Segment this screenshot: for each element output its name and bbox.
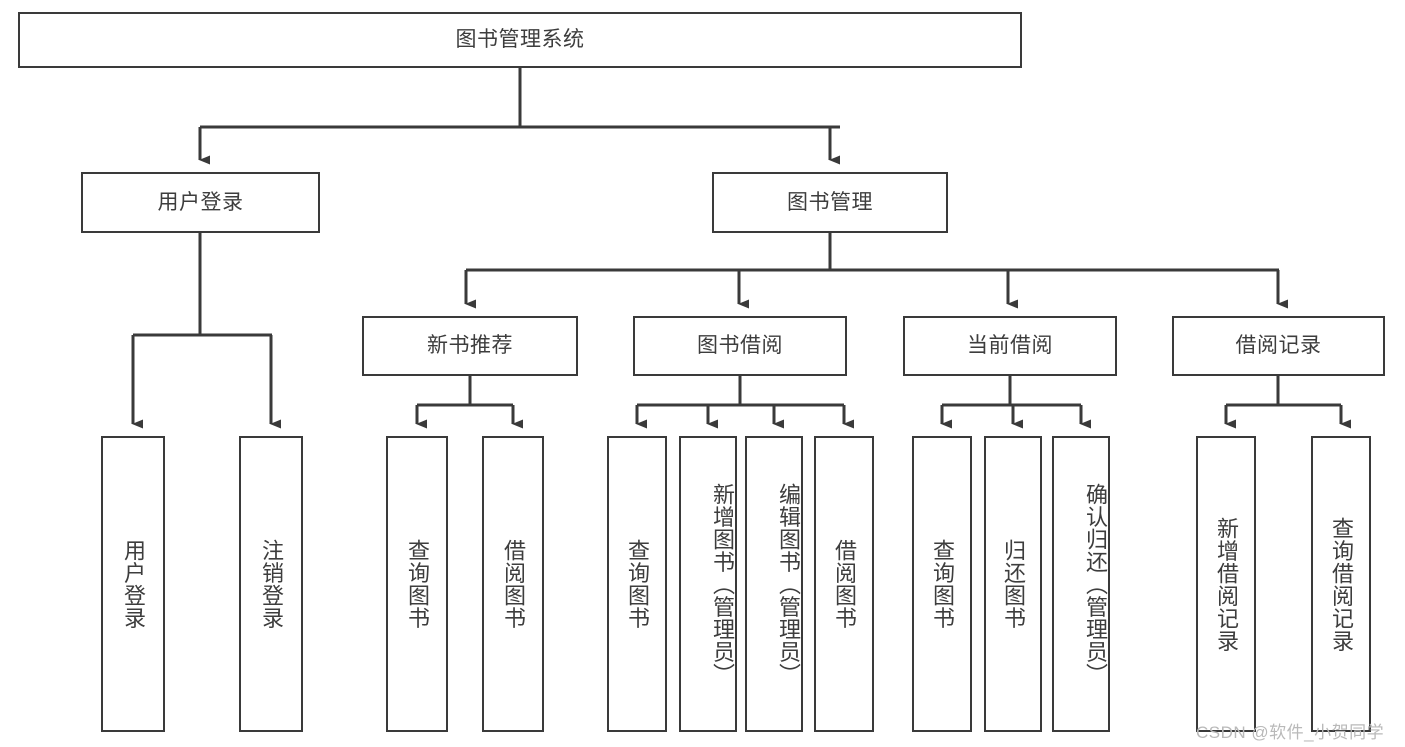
node-label: 新增借阅记录 bbox=[1213, 516, 1239, 652]
node-leaf-query-borrow-record[interactable]: 查询借阅记录 bbox=[1311, 436, 1371, 732]
csdn-watermark: CSDN @软件_小贺同学 bbox=[1196, 723, 1385, 742]
node-label: 当前借阅 bbox=[967, 334, 1053, 358]
node-label: 查询图书 bbox=[404, 539, 430, 629]
node-label: 图书管理系统 bbox=[455, 28, 585, 52]
node-label: 查询图书 bbox=[624, 539, 650, 629]
node-label: 编辑图书（管理员） bbox=[776, 482, 801, 686]
node-label: 图书管理 bbox=[787, 190, 873, 214]
node-leaf-add-book-admin[interactable]: 新增图书（管理员） bbox=[679, 436, 737, 732]
node-book-management-system[interactable]: 图书管理系统 bbox=[18, 12, 1022, 68]
node-leaf-borrow-book-1[interactable]: 借阅图书 bbox=[482, 436, 544, 732]
node-label: 图书借阅 bbox=[697, 334, 783, 358]
node-leaf-logout-login[interactable]: 注销登录 bbox=[239, 436, 303, 732]
node-label: 查询借阅记录 bbox=[1328, 516, 1354, 652]
node-leaf-query-book-2[interactable]: 查询图书 bbox=[607, 436, 667, 732]
node-label: 查询图书 bbox=[929, 539, 955, 629]
node-leaf-confirm-return-admin[interactable]: 确认归还（管理员） bbox=[1052, 436, 1110, 732]
node-label: 借阅图书 bbox=[500, 539, 526, 629]
node-leaf-query-book-3[interactable]: 查询图书 bbox=[912, 436, 972, 732]
node-user-login[interactable]: 用户登录 bbox=[81, 172, 320, 233]
node-label: 注销登录 bbox=[258, 539, 284, 629]
node-leaf-query-book-1[interactable]: 查询图书 bbox=[386, 436, 448, 732]
node-leaf-user-login[interactable]: 用户登录 bbox=[101, 436, 165, 732]
node-leaf-borrow-book-2[interactable]: 借阅图书 bbox=[814, 436, 874, 732]
node-label: 新增图书（管理员） bbox=[710, 482, 735, 686]
node-leaf-return-book[interactable]: 归还图书 bbox=[984, 436, 1042, 732]
node-book-borrow[interactable]: 图书借阅 bbox=[633, 316, 847, 376]
node-label: 借阅记录 bbox=[1235, 334, 1322, 358]
node-book-management[interactable]: 图书管理 bbox=[712, 172, 948, 233]
node-label: 借阅图书 bbox=[831, 539, 857, 629]
node-leaf-add-borrow-record[interactable]: 新增借阅记录 bbox=[1196, 436, 1256, 732]
node-label: 新书推荐 bbox=[427, 334, 513, 358]
node-label: 确认归还（管理员） bbox=[1083, 482, 1108, 686]
node-borrow-record[interactable]: 借阅记录 bbox=[1172, 316, 1385, 376]
node-label: 用户登录 bbox=[157, 190, 244, 214]
node-label: 用户登录 bbox=[120, 539, 146, 629]
node-new-book-recommendation[interactable]: 新书推荐 bbox=[362, 316, 578, 376]
node-leaf-edit-book-admin[interactable]: 编辑图书（管理员） bbox=[745, 436, 803, 732]
node-current-borrow[interactable]: 当前借阅 bbox=[903, 316, 1117, 376]
node-label: 归还图书 bbox=[1000, 539, 1026, 629]
